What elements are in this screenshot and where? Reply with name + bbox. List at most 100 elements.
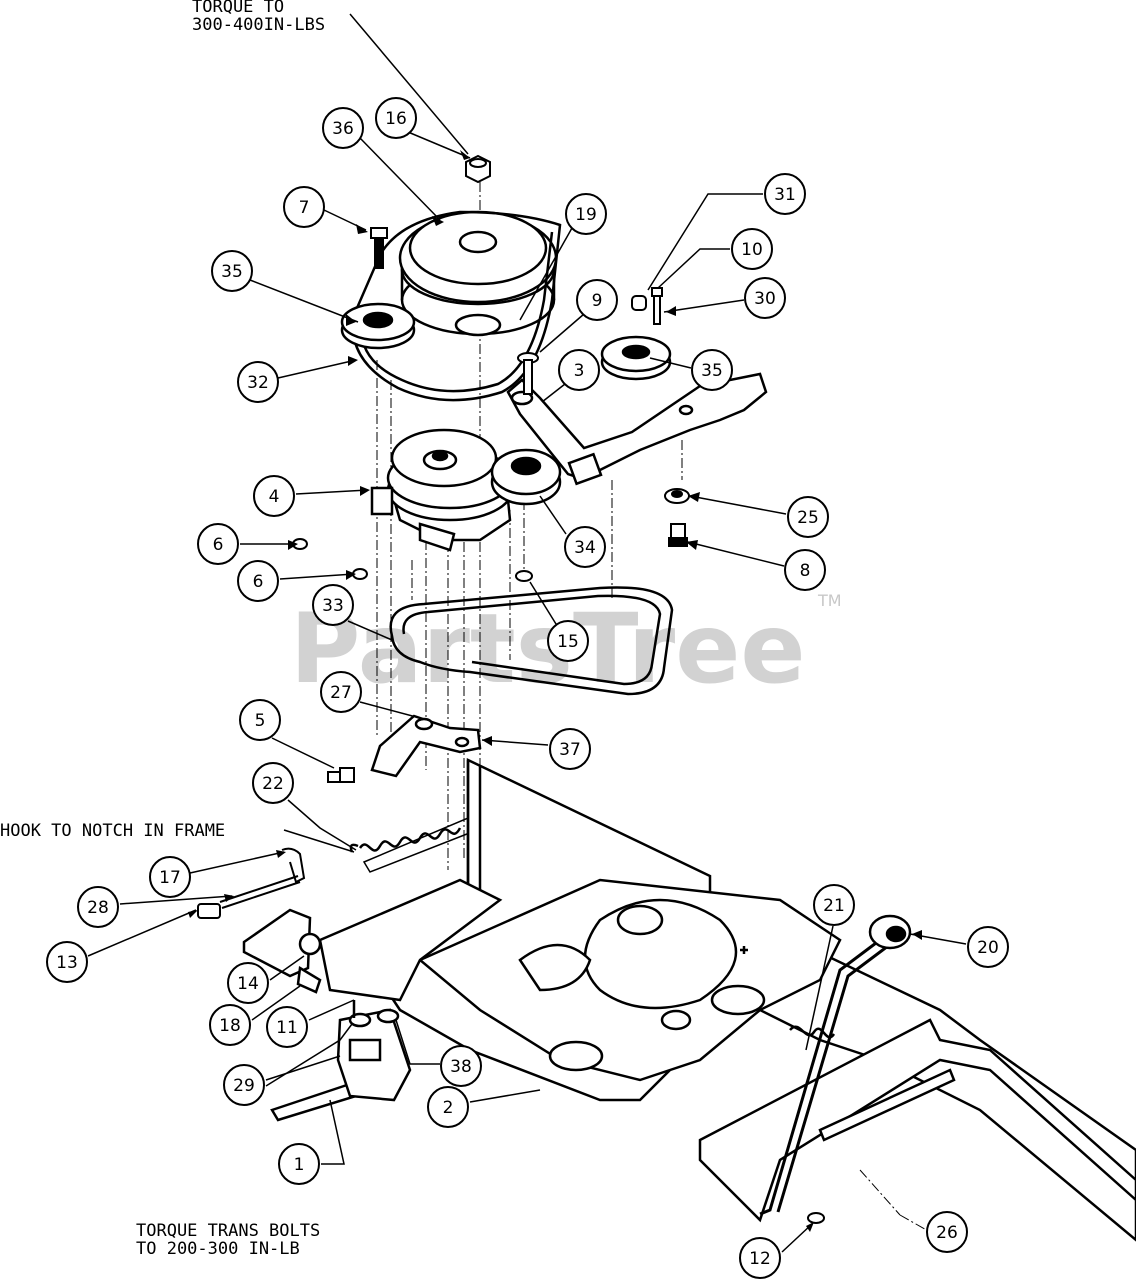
callout-circle xyxy=(375,97,417,139)
callout-circle xyxy=(764,173,806,215)
nut-25-part xyxy=(664,488,690,504)
callout-number: 22 xyxy=(262,774,284,794)
callout-number: 30 xyxy=(754,289,776,309)
spring-22-part xyxy=(349,816,473,873)
callout-9: 9 xyxy=(576,279,618,321)
callout-19: 19 xyxy=(565,193,607,235)
callout-circle xyxy=(253,475,295,517)
callout-11: 11 xyxy=(266,1006,308,1048)
callout-number: 26 xyxy=(936,1223,958,1243)
callout-number: 19 xyxy=(575,205,597,225)
idler-arm-3-part xyxy=(506,372,768,486)
callout-circle xyxy=(787,496,829,538)
callout-circle xyxy=(209,1004,251,1046)
belt-32-part xyxy=(351,210,562,402)
callout-number: 1 xyxy=(294,1155,305,1175)
callout-number: 35 xyxy=(701,361,723,381)
callout-34: 34 xyxy=(564,526,606,568)
callout-28: 28 xyxy=(77,886,119,928)
callout-circle xyxy=(252,762,294,804)
callout-circle xyxy=(239,699,281,741)
callout-number: 13 xyxy=(56,953,78,973)
leader-lines xyxy=(87,13,967,1253)
idler-pulley-35-right-part xyxy=(600,335,672,381)
callout-number: 15 xyxy=(557,632,579,652)
callout-circle xyxy=(549,728,591,770)
callout-number: 12 xyxy=(749,1249,771,1269)
callout-31: 31 xyxy=(764,173,806,215)
callout-number: 16 xyxy=(385,109,407,129)
callout-35: 35 xyxy=(211,250,253,292)
callout-circle xyxy=(739,1237,781,1279)
callout-number: 31 xyxy=(774,185,796,205)
callout-circle xyxy=(149,856,191,898)
callout-number: 27 xyxy=(330,683,352,703)
callout-circle xyxy=(237,560,279,602)
callout-6: 6 xyxy=(197,523,239,565)
callout-3: 3 xyxy=(558,349,600,391)
callout-circle xyxy=(691,349,733,391)
callout-number: 33 xyxy=(322,596,344,616)
callout-circle xyxy=(312,584,354,626)
callout-7: 7 xyxy=(283,186,325,228)
hook-note: HOOK TO NOTCH IN FRAME xyxy=(0,821,225,841)
callout-circle xyxy=(576,279,618,321)
watermark-tm: TM xyxy=(817,591,842,610)
torque-note-bottom-line2: TO 200-300 IN-LB xyxy=(136,1239,300,1259)
callout-circle xyxy=(197,523,239,565)
callout-10: 10 xyxy=(731,228,773,270)
bolt-8-part xyxy=(668,523,688,547)
callout-circle xyxy=(558,349,600,391)
callout-17: 17 xyxy=(149,856,191,898)
callout-circle xyxy=(223,1064,265,1106)
callout-circle xyxy=(237,361,279,403)
callout-number: 38 xyxy=(450,1057,472,1077)
callout-number: 17 xyxy=(159,868,181,888)
callout-37: 37 xyxy=(549,728,591,770)
callout-circle xyxy=(967,926,1009,968)
callout-circle xyxy=(731,228,773,270)
callout-circle xyxy=(813,884,855,926)
callout-number: 37 xyxy=(559,740,581,760)
callout-36: 36 xyxy=(322,107,364,149)
callout-number: 29 xyxy=(233,1076,255,1096)
callout-16: 16 xyxy=(375,97,417,139)
callout-22: 22 xyxy=(252,762,294,804)
callout-number: 18 xyxy=(219,1016,241,1036)
callout-circle xyxy=(320,671,362,713)
callout-circle xyxy=(564,526,606,568)
callout-number: 3 xyxy=(574,361,585,381)
callout-circle xyxy=(547,620,589,662)
callout-30: 30 xyxy=(744,277,786,319)
callout-38: 38 xyxy=(440,1045,482,1087)
pin-17-part xyxy=(281,847,306,884)
bolt-7-part xyxy=(370,227,388,269)
callout-number: 9 xyxy=(592,291,603,311)
frame-2-part xyxy=(378,758,1136,1242)
callout-14: 14 xyxy=(227,962,269,1004)
idler-pulley-35-left-part xyxy=(340,302,416,350)
callout-number: 6 xyxy=(253,572,264,592)
callout-21: 21 xyxy=(813,884,855,926)
callout-number: 36 xyxy=(332,119,354,139)
callout-27: 27 xyxy=(320,671,362,713)
callout-6: 6 xyxy=(237,560,279,602)
callout-circle xyxy=(744,277,786,319)
callout-circle xyxy=(322,107,364,149)
rod-21-part xyxy=(759,938,889,1216)
callout-number: 8 xyxy=(800,561,811,581)
bracket-37-part xyxy=(370,714,482,778)
callout-25: 25 xyxy=(787,496,829,538)
bolt-12-part xyxy=(807,1212,825,1224)
nut-5-part xyxy=(327,767,355,783)
callout-1: 1 xyxy=(278,1143,320,1185)
spring-right-part xyxy=(789,1025,836,1039)
transaxle-1-part xyxy=(270,1000,412,1122)
torque-note-bottom-line1: TORQUE TRANS BOLTS xyxy=(136,1221,320,1241)
left-plate-part xyxy=(242,878,503,1002)
callout-number: 21 xyxy=(823,896,845,916)
callout-number: 11 xyxy=(276,1018,298,1038)
